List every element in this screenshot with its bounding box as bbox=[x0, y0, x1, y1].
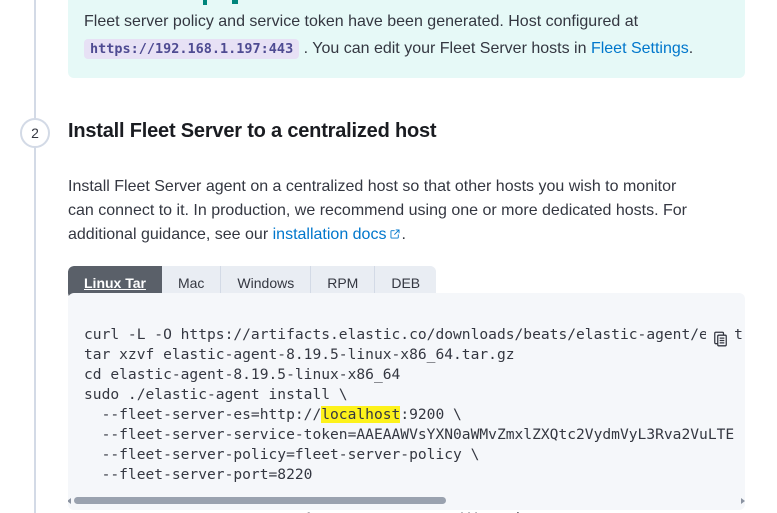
callout-period: . bbox=[688, 40, 694, 57]
clipped-next-content: A W l bbox=[0, 509, 777, 513]
horizontal-scrollbar-thumb[interactable] bbox=[74, 497, 446, 504]
step-title: Install Fleet Server to a centralized ho… bbox=[68, 120, 437, 142]
step-connector-line bbox=[34, 0, 36, 513]
step-description: Install Fleet Server agent on a centrali… bbox=[68, 175, 758, 248]
code-line-cd: cd elastic-agent-8.19.5-linux-x86_64 bbox=[84, 366, 401, 383]
installation-docs-link[interactable]: installation docs bbox=[272, 226, 387, 243]
step-number-badge: 2 bbox=[20, 118, 50, 148]
clipped-letter: l bbox=[516, 509, 520, 513]
code-line-es-prefix: --fleet-server-es=http:// bbox=[84, 406, 322, 423]
copy-button[interactable] bbox=[706, 327, 734, 353]
external-link-icon bbox=[389, 224, 401, 248]
code-line-port: --fleet-server-port=8220 bbox=[84, 466, 313, 483]
code-line-curl: curl -L -O https://artifacts.elastic.co/… bbox=[84, 326, 743, 343]
callout-message-line1: Fleet server policy and service token ha… bbox=[84, 13, 639, 30]
code-line-install: sudo ./elastic-agent install \ bbox=[84, 386, 348, 403]
fleet-settings-link[interactable]: Fleet Settings bbox=[590, 40, 689, 57]
scrollbar-right-arrow-icon[interactable] bbox=[741, 498, 745, 504]
description-period: . bbox=[401, 226, 406, 243]
description-line3: additional guidance, see our bbox=[68, 226, 269, 243]
fleet-server-generated-callout: Fleet server policy and service token ha… bbox=[68, 0, 745, 78]
code-line-tar: tar xzvf elastic-agent-8.19.5-linux-x86_… bbox=[84, 346, 515, 363]
clipped-letter: A bbox=[303, 509, 314, 513]
localhost-highlight: localhost bbox=[321, 406, 401, 423]
step-number: 2 bbox=[31, 125, 39, 141]
clipboard-copy-icon bbox=[712, 330, 729, 351]
description-line1: Install Fleet Server agent on a centrali… bbox=[68, 178, 677, 195]
horizontal-scrollbar[interactable] bbox=[68, 496, 745, 506]
clipped-text-descender bbox=[203, 0, 207, 5]
fleet-server-host-code: https://192.168.1.197:443 bbox=[84, 39, 300, 59]
description-line2: can connect to it. In production, we rec… bbox=[68, 202, 687, 219]
clipped-letter: W bbox=[461, 509, 477, 513]
callout-message-line2: . You can edit your Fleet Server hosts i… bbox=[303, 40, 587, 57]
code-line-policy: --fleet-server-policy=fleet-server-polic… bbox=[84, 446, 480, 463]
code-line-es-suffix: :9200 \ bbox=[400, 406, 462, 423]
install-command-codeblock: curl -L -O https://artifacts.elastic.co/… bbox=[68, 293, 745, 510]
code-line-service-token: --fleet-server-service-token=AAEAAWVsYXN… bbox=[84, 426, 735, 443]
install-command-text: curl -L -O https://artifacts.elastic.co/… bbox=[84, 325, 745, 485]
scrollbar-left-arrow-icon[interactable] bbox=[68, 498, 71, 504]
clipped-text-descender bbox=[232, 0, 238, 4]
callout-text: Fleet server policy and service token ha… bbox=[84, 8, 729, 63]
